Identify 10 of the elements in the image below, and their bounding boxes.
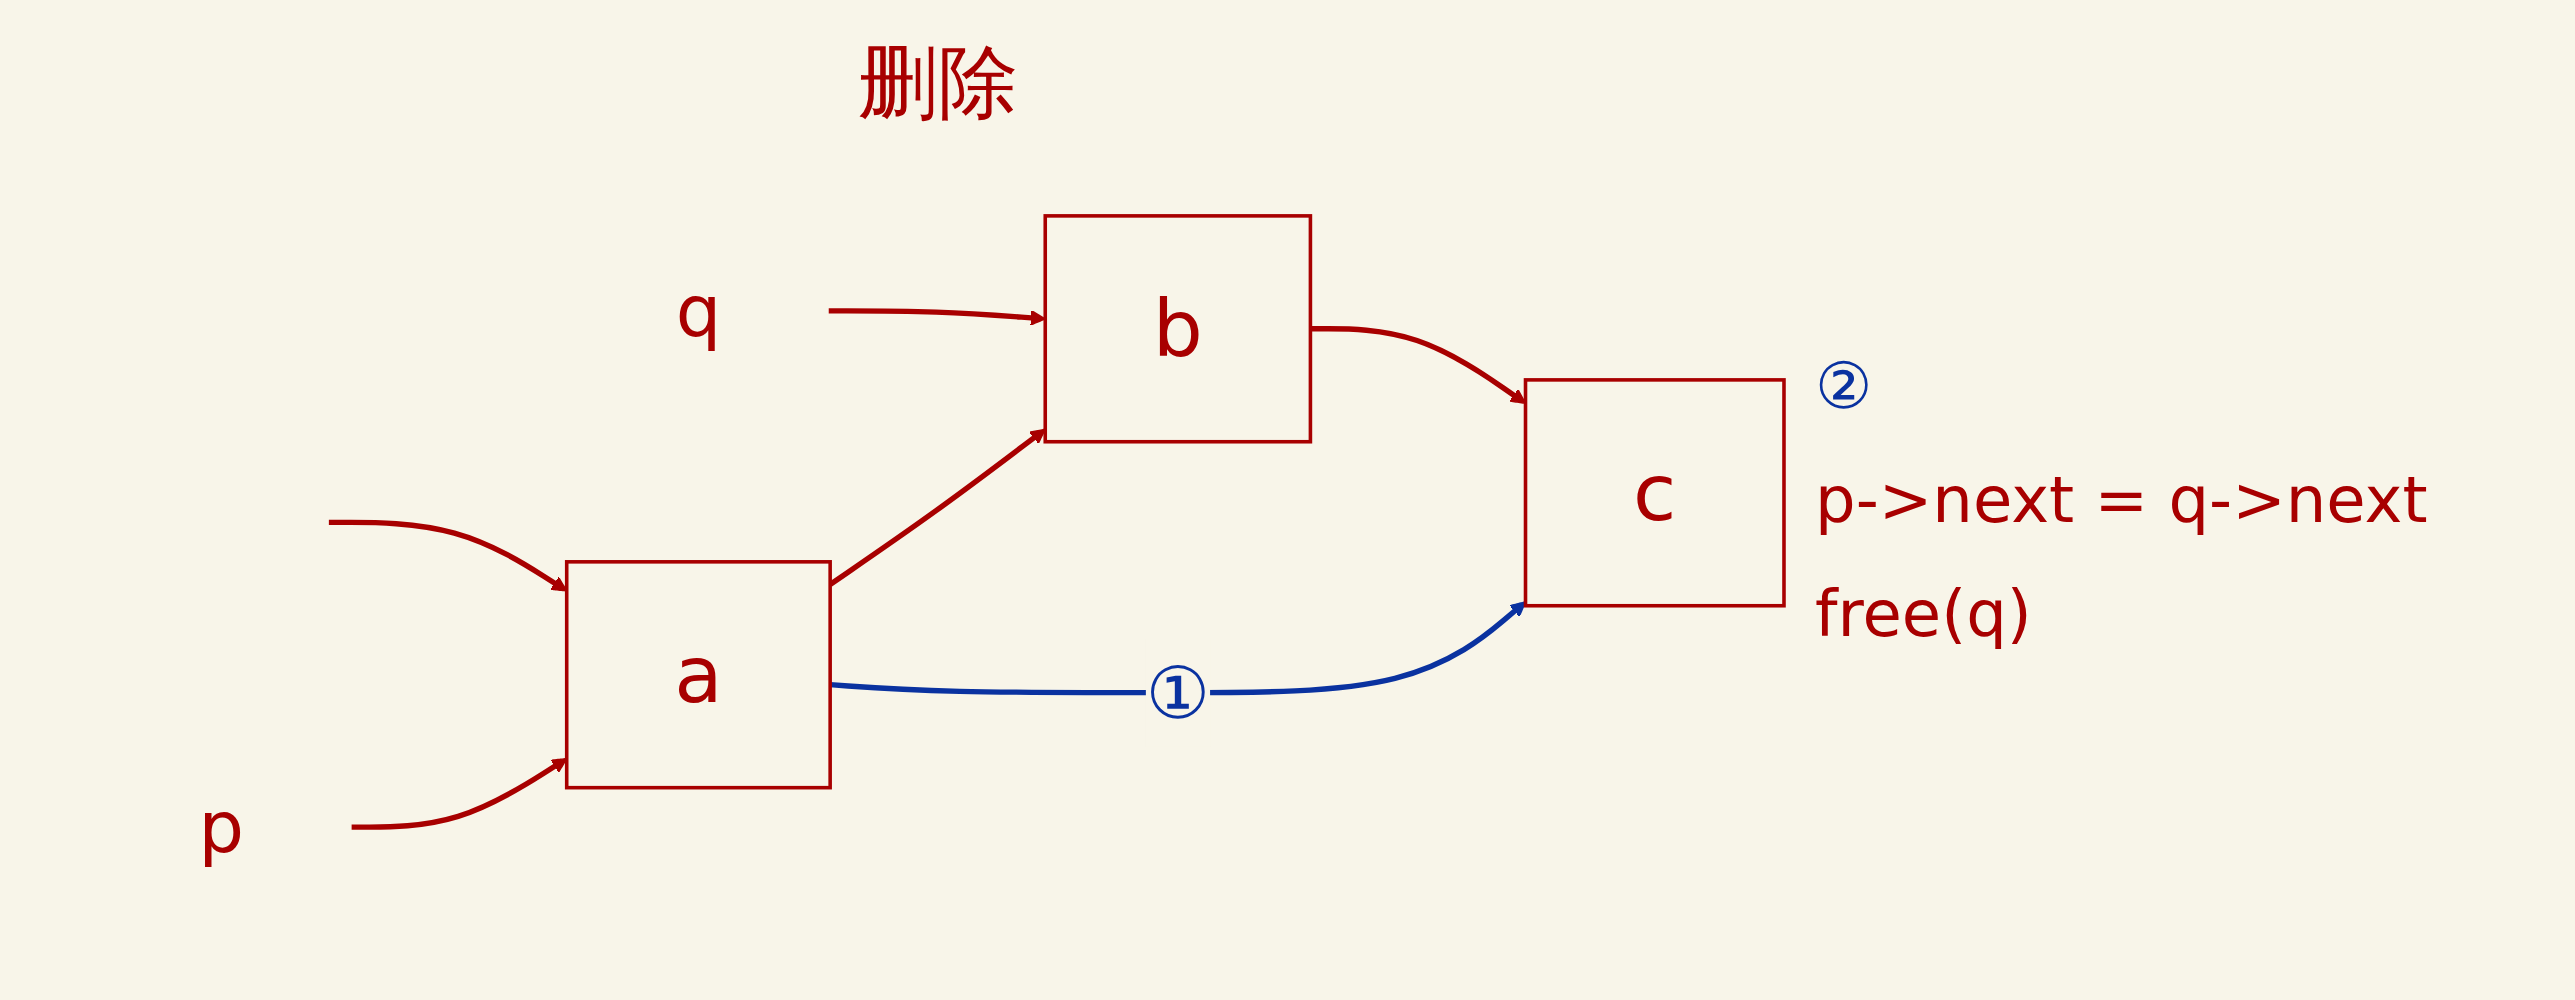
node-box: c <box>1523 378 1786 608</box>
code-line: p->next = q->next <box>1815 463 2429 537</box>
title: 删除 <box>857 35 1018 131</box>
edge-label: ① <box>1145 651 1210 734</box>
node-text: q <box>675 269 722 353</box>
step-number: ② <box>1815 349 1874 423</box>
node-text: p <box>198 785 245 869</box>
node-box: b <box>1043 214 1313 444</box>
node-box: a <box>564 560 832 790</box>
code-line: free(q) <box>1815 577 2033 651</box>
